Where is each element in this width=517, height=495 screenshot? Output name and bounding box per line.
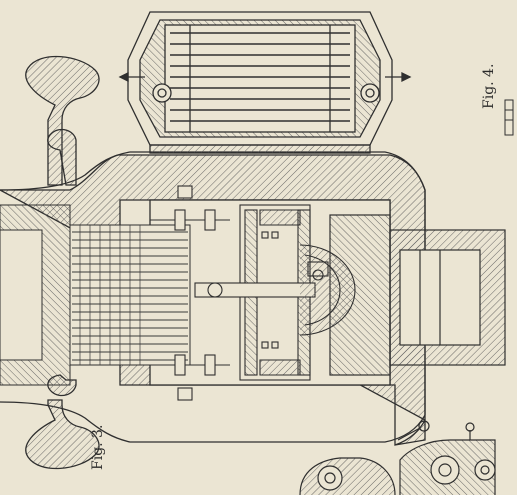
threaded-barrel (0, 204, 191, 386)
right-boss (360, 83, 380, 103)
piston-block (329, 214, 506, 376)
left-boss (152, 83, 172, 103)
scale-mark (504, 99, 514, 136)
radiator-tubes (170, 32, 350, 122)
machine-detail (299, 420, 496, 495)
valve-assembly (194, 204, 356, 381)
carrier-arms (25, 55, 100, 470)
radiator (118, 11, 412, 154)
tie-rods (150, 185, 230, 401)
figure-3-label: Fig. 3. (90, 424, 106, 470)
figure-4-label: Fig. 4. (481, 63, 497, 109)
